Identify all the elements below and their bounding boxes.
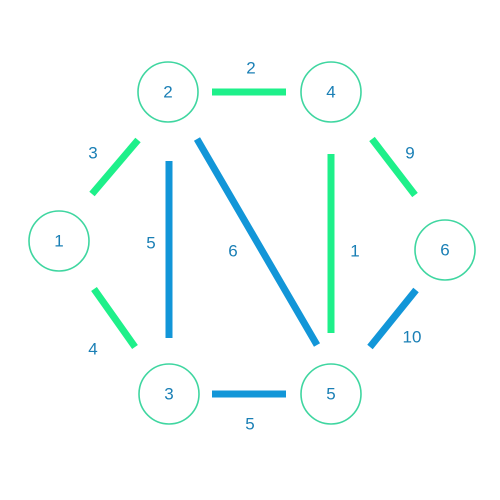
edge-weight-1-3: 4 xyxy=(88,340,97,359)
edge-weight-5-6: 10 xyxy=(403,328,422,347)
node-label-3: 3 xyxy=(164,385,173,404)
node-1: 1 xyxy=(28,210,90,272)
node-circle-6 xyxy=(414,219,476,281)
nodes-layer: 1 2 3 4 5 6 xyxy=(28,61,476,425)
node-label-6: 6 xyxy=(440,241,449,260)
edge-weight-2-3: 5 xyxy=(146,234,155,253)
node-label-1: 1 xyxy=(54,232,63,251)
node-label-5: 5 xyxy=(326,385,335,404)
node-circle-5 xyxy=(300,363,362,425)
node-6: 6 xyxy=(414,219,476,281)
edge-weights-layer: 3 4 2 5 6 1 9 5 10 xyxy=(88,59,421,434)
node-5: 5 xyxy=(300,363,362,425)
edge-1-3 xyxy=(91,286,138,350)
node-4: 4 xyxy=(300,61,362,123)
node-circle-3 xyxy=(138,363,200,425)
edge-weight-1-2: 3 xyxy=(88,144,97,163)
node-label-2: 2 xyxy=(163,83,172,102)
edge-4-6 xyxy=(369,136,418,198)
node-3: 3 xyxy=(138,363,200,425)
edge-5-6 xyxy=(367,287,419,350)
edge-2-5 xyxy=(193,137,321,347)
edge-weight-4-5: 1 xyxy=(350,242,359,261)
node-circle-4 xyxy=(300,61,362,123)
node-2: 2 xyxy=(137,61,199,123)
node-label-4: 4 xyxy=(326,83,335,102)
edge-weight-2-4: 2 xyxy=(246,59,255,78)
node-circle-1 xyxy=(28,210,90,272)
edge-weight-2-5: 6 xyxy=(228,242,237,261)
edge-1-2 xyxy=(89,137,141,197)
edges-layer xyxy=(89,88,419,398)
edge-weight-3-5: 5 xyxy=(245,415,254,434)
node-circle-2 xyxy=(137,61,199,123)
edge-weight-4-6: 9 xyxy=(405,144,414,163)
